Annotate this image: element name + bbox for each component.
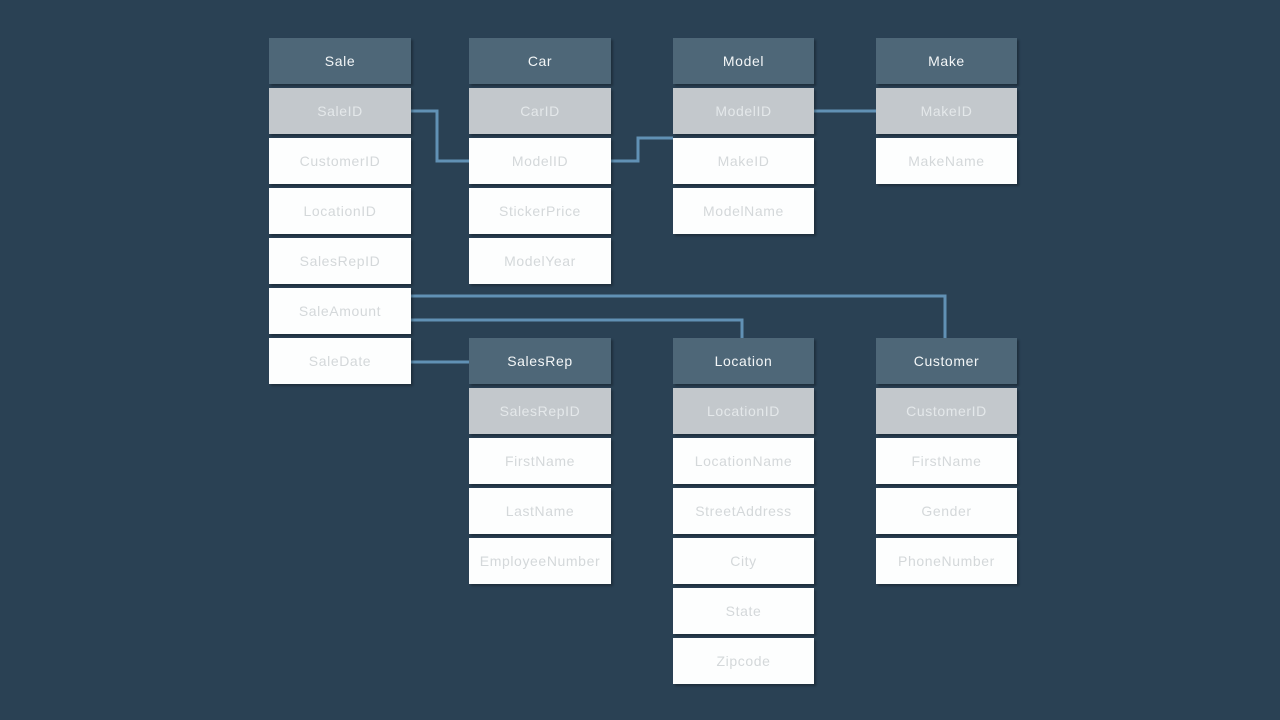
field-state: State xyxy=(673,588,814,634)
primary-key-field-makeid: MakeID xyxy=(876,88,1017,134)
field-phonenumber: PhoneNumber xyxy=(876,538,1017,584)
field-modelid: ModelID xyxy=(469,138,611,184)
field-stickerprice: StickerPrice xyxy=(469,188,611,234)
field-modelyear: ModelYear xyxy=(469,238,611,284)
table-title-car: Car xyxy=(469,38,611,84)
table-title-location: Location xyxy=(673,338,814,384)
field-firstname: FirstName xyxy=(876,438,1017,484)
field-customerid: CustomerID xyxy=(269,138,411,184)
primary-key-field-salesrepid: SalesRepID xyxy=(469,388,611,434)
field-zipcode: Zipcode xyxy=(673,638,814,684)
table-title-make: Make xyxy=(876,38,1017,84)
primary-key-field-customerid: CustomerID xyxy=(876,388,1017,434)
primary-key-field-modelid: ModelID xyxy=(673,88,814,134)
table-title-salesrep: SalesRep xyxy=(469,338,611,384)
primary-key-field-saleid: SaleID xyxy=(269,88,411,134)
field-modelname: ModelName xyxy=(673,188,814,234)
field-streetaddress: StreetAddress xyxy=(673,488,814,534)
field-firstname: FirstName xyxy=(469,438,611,484)
relationship-sale-car xyxy=(411,109,469,163)
relationship-car-model xyxy=(611,136,673,163)
field-locationname: LocationName xyxy=(673,438,814,484)
relationship-sale-customer xyxy=(411,294,947,338)
table-title-sale: Sale xyxy=(269,38,411,84)
primary-key-field-carid: CarID xyxy=(469,88,611,134)
field-salesrepid: SalesRepID xyxy=(269,238,411,284)
table-title-model: Model xyxy=(673,38,814,84)
field-city: City xyxy=(673,538,814,584)
field-employeenumber: EmployeeNumber xyxy=(469,538,611,584)
relationship-sale-location xyxy=(411,318,744,338)
field-locationid: LocationID xyxy=(269,188,411,234)
table-title-customer: Customer xyxy=(876,338,1017,384)
field-gender: Gender xyxy=(876,488,1017,534)
field-saleamount: SaleAmount xyxy=(269,288,411,334)
field-makeid: MakeID xyxy=(673,138,814,184)
primary-key-field-locationid: LocationID xyxy=(673,388,814,434)
field-makename: MakeName xyxy=(876,138,1017,184)
field-saledate: SaleDate xyxy=(269,338,411,384)
field-lastname: LastName xyxy=(469,488,611,534)
